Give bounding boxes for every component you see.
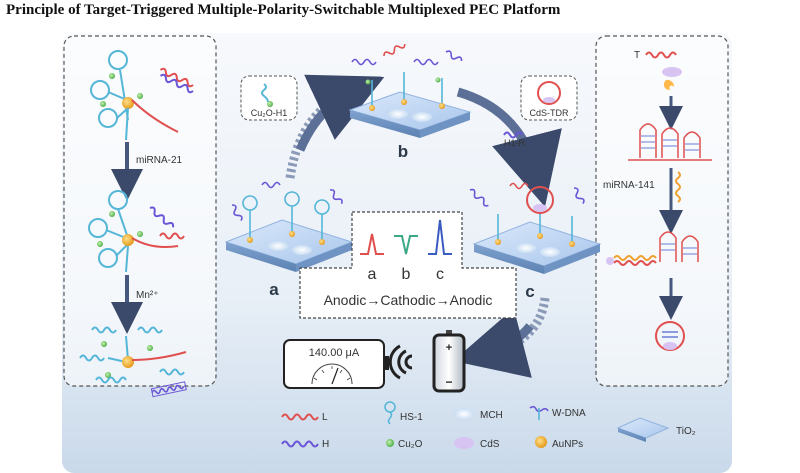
electrode-b-label: b <box>398 142 408 161</box>
right-mechanism-panel <box>595 35 729 387</box>
peak-a-label: a <box>368 266 377 283</box>
h1r-label: H1-R <box>504 138 526 148</box>
legend-H-label: H <box>322 439 329 450</box>
left-step-2-label: Mn²⁺ <box>136 290 159 301</box>
peak-b-curve <box>394 235 418 255</box>
legend-AuNPs-swatch <box>535 436 547 448</box>
legend-TiO2-label: TiO₂ <box>676 426 696 437</box>
legend-CdS-swatch <box>454 437 474 449</box>
svg-text:−: − <box>445 375 452 389</box>
legend-L-swatch <box>281 413 319 421</box>
cds-dot-icon <box>543 97 555 103</box>
legend-MCH-label: MCH <box>480 410 503 421</box>
svg-text:+: + <box>446 342 452 354</box>
h1r-strand-icon <box>503 131 523 139</box>
figure-title: Principle of Target-Triggered Multiple-P… <box>6 2 561 18</box>
peak-c-label: c <box>436 266 444 283</box>
peak-c-curve <box>428 219 452 255</box>
battery-icon: + − <box>432 330 466 393</box>
legend-Cu2O-swatch <box>386 439 394 447</box>
right-circle-tdr <box>655 321 685 351</box>
right-target-label: T <box>634 50 640 61</box>
legend-MCH-swatch <box>454 408 474 420</box>
legend-CdS-label: CdS <box>480 439 500 450</box>
legend-HS1-label: HS-1 <box>400 412 423 423</box>
peak-b-label: b <box>402 266 411 283</box>
peak-a-curve <box>360 233 384 255</box>
h1-strand-icon <box>261 83 269 103</box>
electrode-c-label: c <box>525 282 534 301</box>
meter-reading: 140.00 μA <box>309 347 360 359</box>
legend-WDNA-label: W-DNA <box>552 408 586 419</box>
electrode-a-label: a <box>269 280 279 299</box>
cu2o-h1-label: Cu₂O-H1 <box>251 108 288 118</box>
current-meter <box>283 339 389 389</box>
legend: L H HS-1 Cu₂O MCH CdS W-DNA AuNPs TiO₂ <box>281 401 696 450</box>
right-hairpins <box>628 123 712 161</box>
electrode-c <box>469 182 602 274</box>
mirna141-strand <box>675 171 681 203</box>
legend-H-swatch <box>281 440 319 448</box>
tdr-ring-icon <box>537 81 561 105</box>
legend-Cu2O-label: Cu₂O <box>398 439 423 450</box>
wireless-signal-icon <box>388 344 413 380</box>
flame-icon <box>663 79 675 90</box>
right-step-2-label: miRNA-141 <box>603 180 655 191</box>
legend-L-label: L <box>322 412 328 423</box>
cds-tdr-label: CdS-TDR <box>529 108 569 118</box>
electrode-b <box>348 43 472 138</box>
arrow-a-to-b-tail <box>285 87 354 179</box>
right-duplex-product <box>606 231 699 266</box>
right-cds <box>662 67 682 77</box>
left-step-3-complex <box>79 326 187 398</box>
cu2o-dot-icon <box>267 101 273 107</box>
arrow-c-to-battery <box>453 308 534 378</box>
left-step-2-complex <box>88 190 185 273</box>
electrode-a <box>224 181 354 272</box>
legend-TiO2-swatch <box>616 417 670 439</box>
signal-box <box>299 211 517 319</box>
left-step-1-complex <box>90 50 194 141</box>
left-mechanism-panel <box>63 35 217 387</box>
left-step-1-label: miRNA-21 <box>136 155 183 166</box>
legend-AuNPs-label: AuNPs <box>552 439 583 450</box>
arrow-a-to-b <box>295 74 385 152</box>
cu2o-h1-box <box>240 75 298 121</box>
polarity-label: Anodic→Cathodic→Anodic <box>324 292 493 308</box>
arrow-b-to-c <box>456 87 562 207</box>
target-strand <box>645 51 677 59</box>
